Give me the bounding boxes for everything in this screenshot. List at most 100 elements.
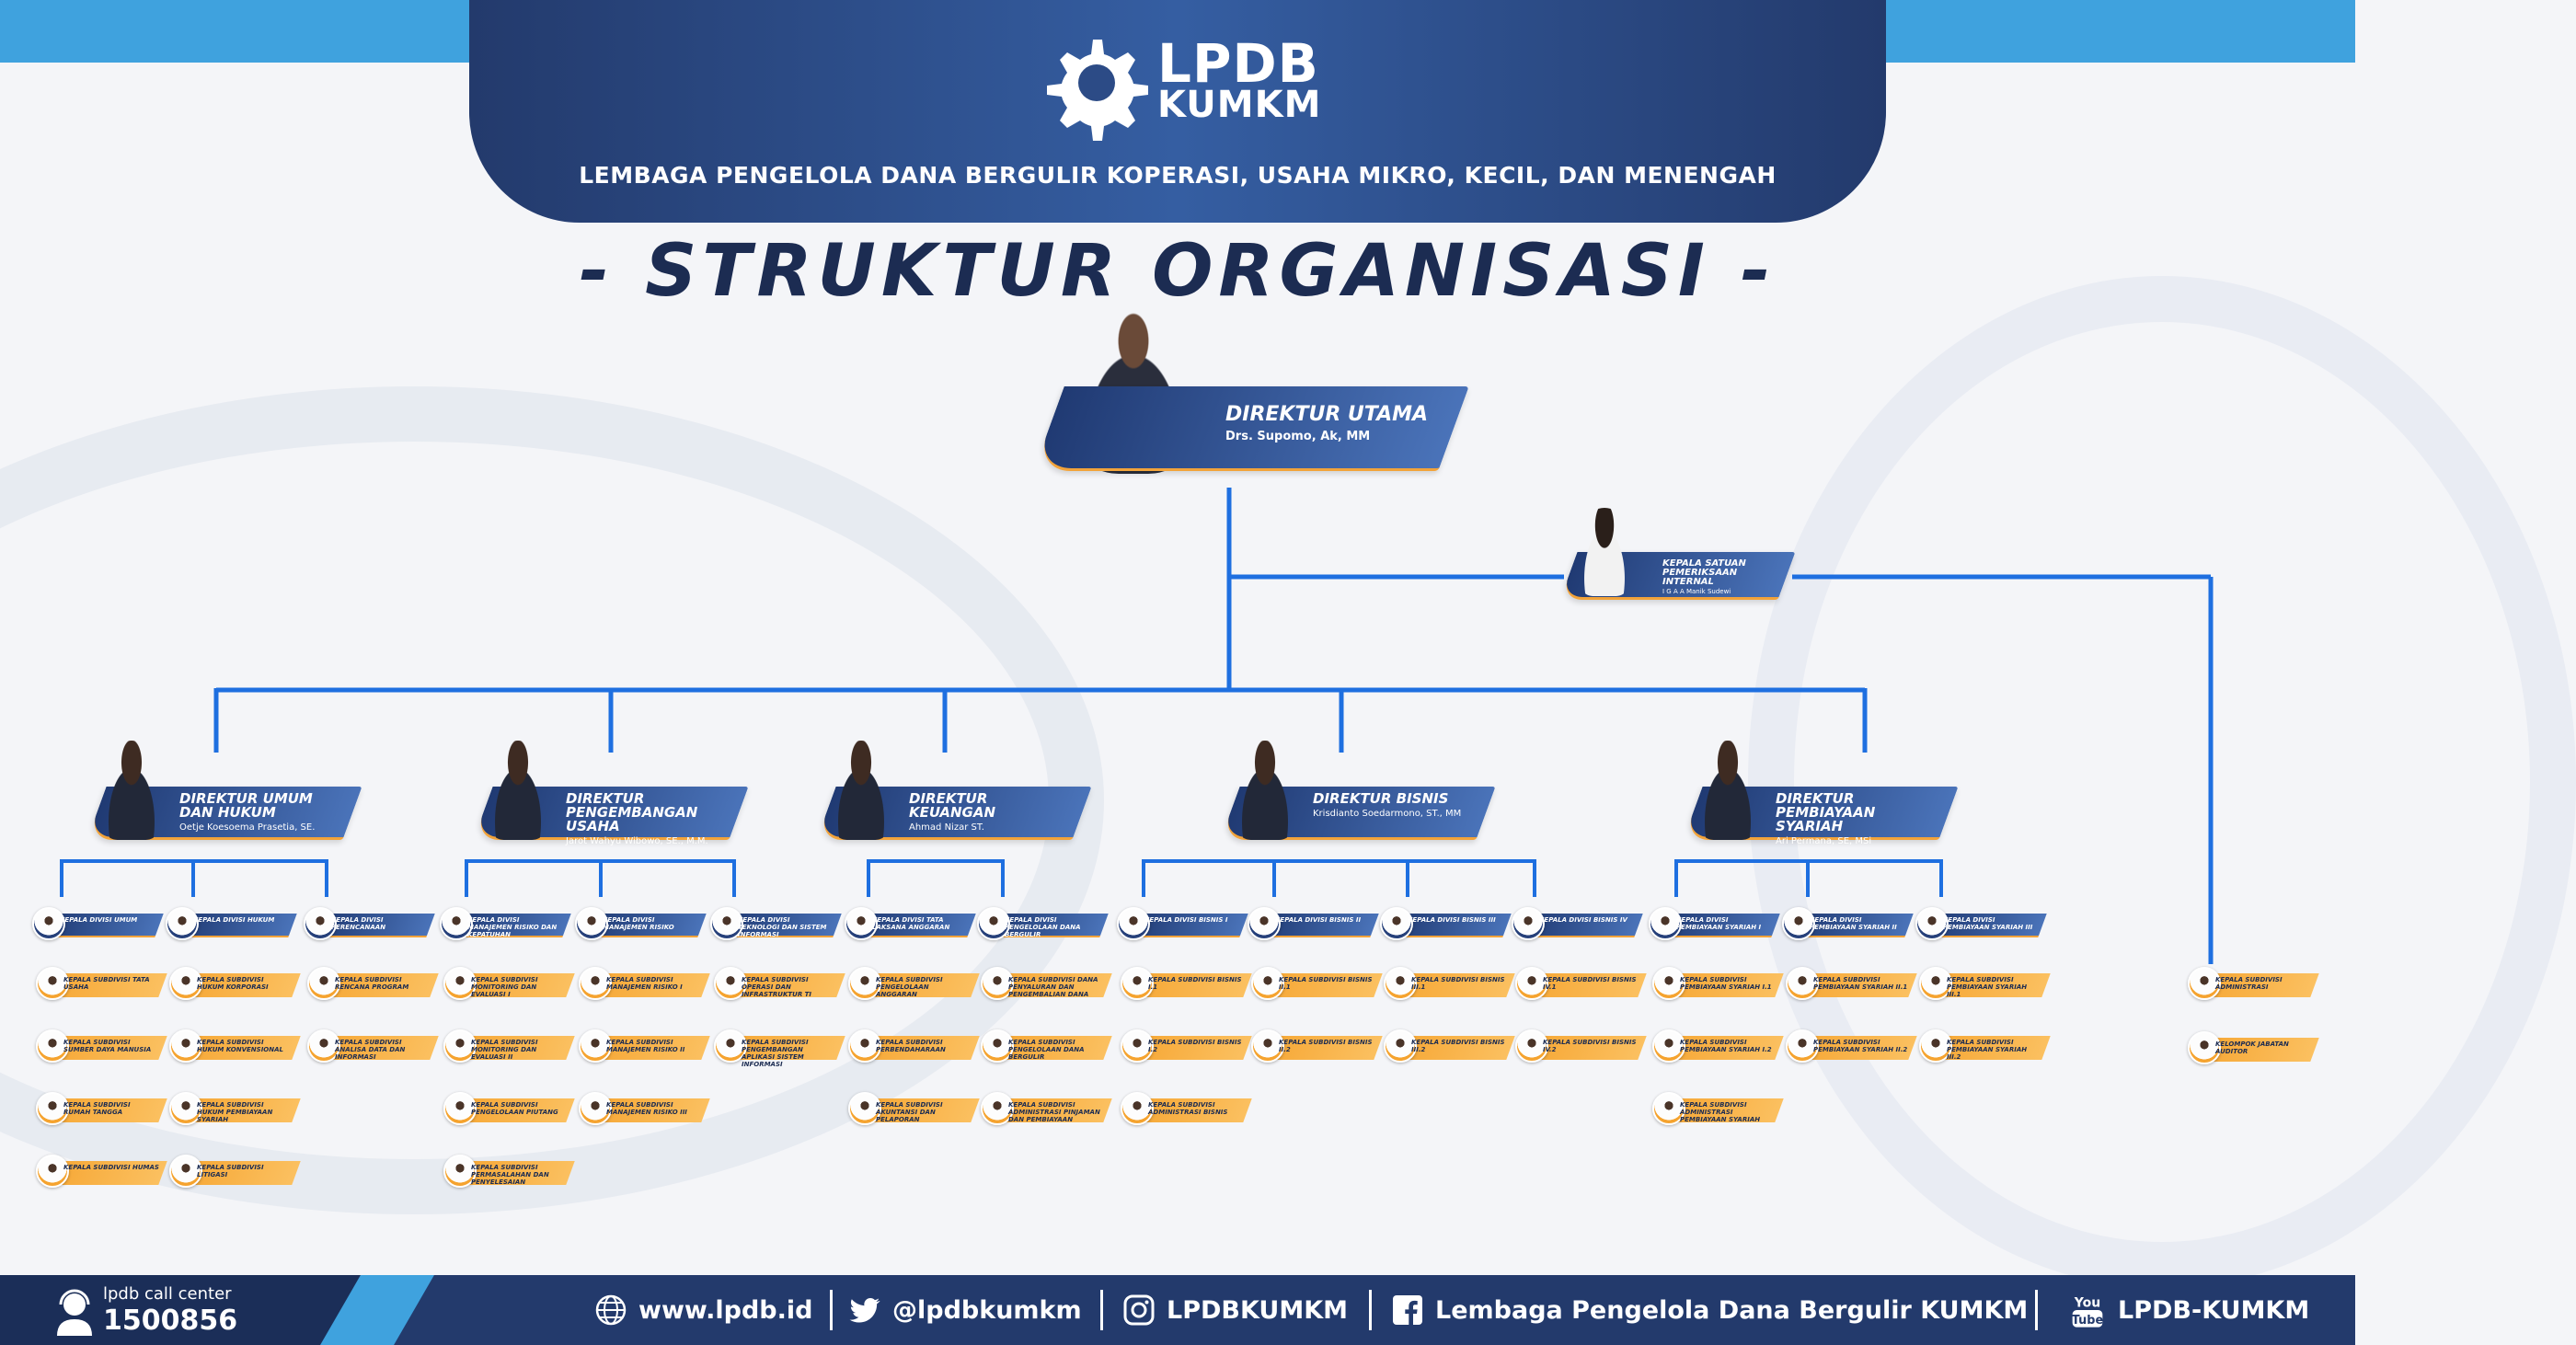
logo: LPDB KUMKM [1042,32,1328,141]
subdivision-card: KEPALA SUBDIVISI BISNIS I.1 [1121,967,1252,1000]
director-photo [1693,741,1763,840]
subdivision-card: KEPALA SUBDIVISI MONITORING DAN EVALUASI… [443,1029,575,1063]
avatar [307,1029,340,1063]
subdivision-role: KEPALA SUBDIVISI BISNIS IV.1 [1543,976,1637,991]
header-banner [469,0,1886,223]
subdivision-role: KEPALA SUBDIVISI PENGELOLAAN ANGGARAN [876,976,943,998]
subdivision-role: KEPALA SUBDIVISI RENCANA PROGRAM [335,976,409,991]
twitter-icon [849,1297,880,1323]
twitter-link[interactable]: @lpdbkumkm [848,1290,1082,1330]
subdivision-card: KEPALA SUBDIVISI HUKUM PEMBIAYAAN SYARIA… [169,1092,301,1125]
call-center-label: lpdb call center [103,1284,232,1304]
director-photo [97,741,167,840]
footer-divider [2035,1290,2038,1330]
globe-icon [595,1294,627,1326]
subdivision-role: KEPALA SUBDIVISI BISNIS II.1 [1279,976,1373,991]
subdivision-card: KEPALA SUBDIVISI PERMASALAHAN DAN PENYEL… [443,1155,575,1188]
subdivision-role: KEPALA SUBDIVISI BISNIS II.2 [1279,1039,1373,1053]
subdivision-role: KEPALA SUBDIVISI ADMINISTRASI PEMBIAYAAN… [1680,1101,1761,1123]
subdivision-role: KEPALA SUBDIVISI PENGELOLAAN DANA BERGUL… [1008,1039,1085,1061]
subdivision-role: KEPALA SUBDIVISI BISNIS I.1 [1148,976,1242,991]
subdivision-card: KEPALA SUBDIVISI BISNIS I.2 [1121,1029,1252,1063]
avatar [1384,967,1417,1000]
website-link[interactable]: www.lpdb.id [594,1290,812,1330]
division-head-card: KEPALA DIVISI PERENCANAAN [304,907,435,940]
footer-divider [1100,1290,1103,1330]
instagram-link[interactable]: LPDBKUMKM [1122,1290,1348,1330]
subdivision-role: KEPALA SUBDIVISI HUKUM PEMBIAYAAN SYARIA… [197,1101,273,1123]
avatar [1121,1092,1154,1125]
avatar [1652,967,1685,1000]
division-head-role: KEPALA DIVISI BISNIS IV [1539,916,1627,924]
avatar [714,967,747,1000]
avatar [440,907,473,940]
subdivision-card: KEPALA SUBDIVISI PENGELOLAAN ANGGARAN [848,967,980,1000]
subdivision-role: KEPALA SUBDIVISI PEMBIAYAAN SYARIAH II.2 [1813,1039,1908,1053]
division-head-card: KEPALA DIVISI PEMBIAYAAN SYARIAH I [1649,907,1780,940]
division-head-card: KEPALA DIVISI HUKUM [166,907,297,940]
subdivision-role: KEPALA SUBDIVISI PENGEMBANGAN APLIKASI S… [742,1039,809,1068]
internal-audit-name: I G A A Manik Sudewi [1662,588,1731,595]
avatar [443,1092,477,1125]
subdivision-card: KEPALA SUBDIVISI PEMBIAYAAN SYARIAH III.… [1919,967,2051,1000]
avatar [1251,1029,1284,1063]
facebook-page: Lembaga Pengelola Dana Bergulir KUMKM [1435,1295,2029,1325]
subdivision-role: KEPALA SUBDIVISI PEMBIAYAAN SYARIAH III.… [1947,976,2028,998]
call-center-number[interactable]: 1500856 [103,1305,238,1337]
avatar [2188,967,2221,1000]
director-role: DIREKTUR BISNIS [1313,790,1449,807]
avatar [1915,907,1949,940]
subdivision-card: KEPALA SUBDIVISI PERBENDAHARAAN [848,1029,980,1063]
youtube-channel: LPDB-KUMKM [2118,1295,2310,1325]
internal-audit-card: KEPALA SATUAN PEMERIKSAAN INTERNAL I G A… [1559,552,1796,600]
organization-name: LEMBAGA PENGELOLA DANA BERGULIR KOPERASI… [579,162,1777,189]
avatar [714,1029,747,1063]
avatar [1121,1029,1154,1063]
avatar [1919,1029,1952,1063]
director-role: DIREKTUR PEMBIAYAAN SYARIAH [1776,790,1876,834]
facebook-link[interactable]: Lembaga Pengelola Dana Bergulir KUMKM [1391,1290,2028,1330]
division-head-role: KEPALA DIVISI BISNIS I [1144,916,1228,924]
avatar [981,967,1014,1000]
avatar [1786,1029,1819,1063]
subdivision-role: KEPALA SUBDIVISI ADMINISTRASI [2215,976,2283,991]
avatar [169,1029,202,1063]
avatar [579,1092,612,1125]
instagram-handle: LPDBKUMKM [1167,1295,1349,1325]
director-photo [826,741,896,840]
avatar [579,967,612,1000]
subdivision-role: KEPALA SUBDIVISI HUMAS [63,1164,159,1171]
avatar [710,907,743,940]
division-head-card: KEPALA DIVISI UMUM [32,907,164,940]
subdivision-card: KEPALA SUBDIVISI PEMBIAYAAN SYARIAH II.2 [1786,1029,1917,1063]
division-head-card: KEPALA DIVISI TEKNOLOGI DAN SISTEM INFOR… [710,907,842,940]
avatar [307,967,340,1000]
subdivision-card: KEPALA SUBDIVISI BISNIS IV.1 [1515,967,1647,1000]
subdivision-role: KEPALA SUBDIVISI HUKUM KORPORASI [197,976,269,991]
avatar [2188,1031,2221,1064]
subdivision-card: KEPALA SUBDIVISI ADMINISTRASI [2188,967,2319,1000]
subdivision-role: KEPALA SUBDIVISI BISNIS I.2 [1148,1039,1242,1053]
subdivision-role: KEPALA SUBDIVISI AKUNTANSI DAN PELAPORAN [876,1101,943,1123]
subdivision-card: KEPALA SUBDIVISI PEMBIAYAAN SYARIAH II.1 [1786,967,1917,1000]
headset-icon [57,1289,92,1336]
avatar [1384,1029,1417,1063]
avatar [1782,907,1815,940]
division-head-card: KEPALA DIVISI BISNIS I [1117,907,1248,940]
avatar [1248,907,1281,940]
logo-text-line1: LPDB [1157,32,1319,95]
avatar [981,1092,1014,1125]
subdivision-role: KEPALA SUBDIVISI PENGELOLAAN PIUTANG [471,1101,558,1116]
division-head-card: KEPALA DIVISI BISNIS III [1380,907,1512,940]
avatar [443,1155,477,1188]
avatar [845,907,878,940]
subdivision-role: KEPALA SUBDIVISI RUMAH TANGGA [63,1101,131,1116]
division-head-card: KEPALA DIVISI TATA LAKSANA ANGGARAN [845,907,976,940]
logo-gear-icon [1047,40,1148,141]
division-head-card: KEPALA DIVISI MANAJEMEN RISIKO DAN KEPAT… [440,907,571,940]
subdivision-card: KEPALA SUBDIVISI MANAJEMEN RISIKO II [579,1029,710,1063]
